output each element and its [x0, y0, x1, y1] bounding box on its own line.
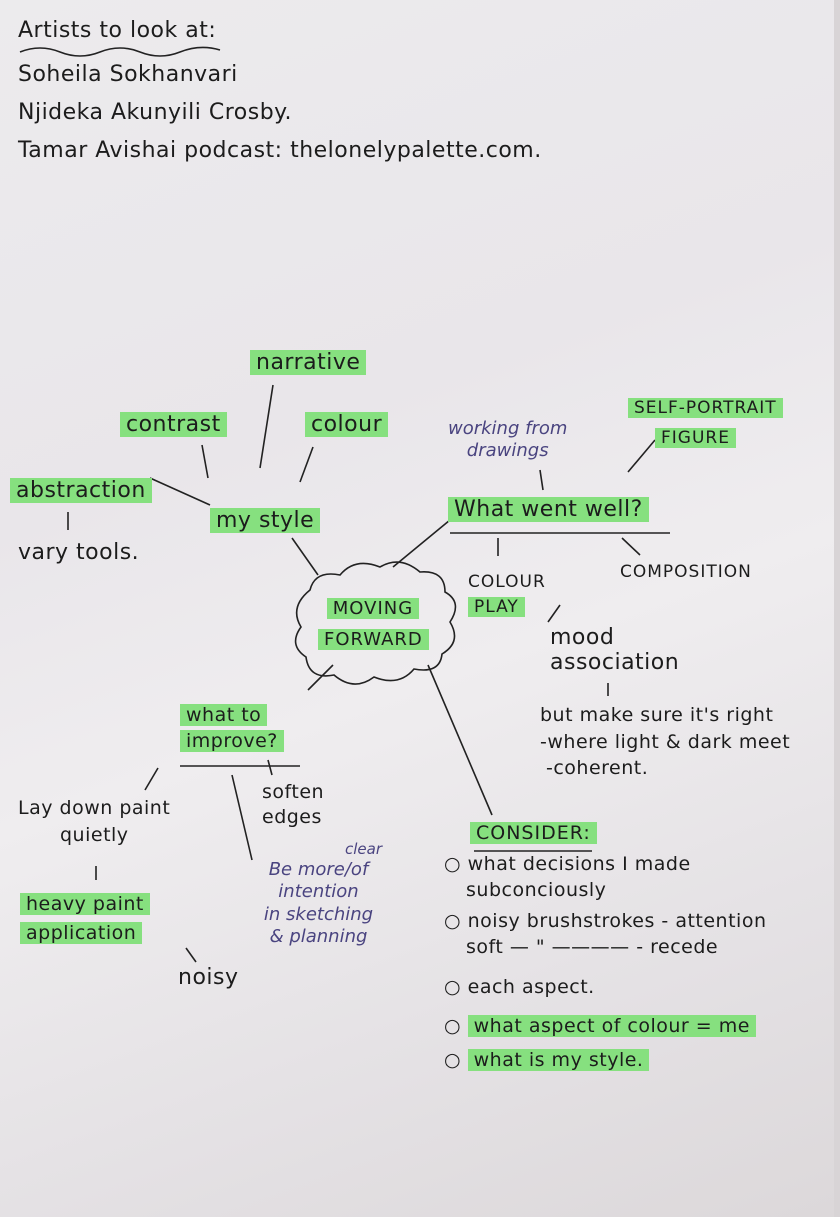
text-line: application — [20, 922, 143, 945]
branch-mood-association: mood association — [550, 625, 679, 676]
consider-item: ○ each aspect. — [444, 975, 595, 998]
text-line: what is my style. — [467, 1048, 650, 1071]
text-line: -where light & dark meet — [540, 730, 791, 753]
text-line: what to — [180, 704, 268, 726]
text-line: intention — [278, 881, 359, 903]
consider-item: ○ noisy brushstrokes - attention — [444, 910, 767, 933]
branch-abstraction: abstraction — [10, 478, 152, 503]
central-topic-line: FORWARD — [318, 628, 429, 650]
consider-item: ○ what is my style. — [444, 1048, 767, 1074]
artist-name: Soheila Sokhanvari — [18, 62, 238, 87]
branch-soften-edges: soften edges — [262, 780, 324, 829]
node-what-to-improve: what to improve? — [180, 703, 284, 754]
text-line: improve? — [180, 729, 284, 752]
artist-podcast: Tamar Avishai podcast: thelonelypalette.… — [18, 138, 542, 163]
branch-self-portrait: SELF-PORTRAIT — [628, 398, 783, 418]
text-line: Lay down paint — [18, 797, 171, 819]
text-line: PLAY — [468, 596, 525, 617]
text-line: heavy paint — [20, 893, 150, 915]
branch-narrative: narrative — [250, 350, 367, 375]
text-line: association — [550, 650, 680, 676]
branch-figure: FIGURE — [655, 428, 736, 448]
branch-vary-tools: vary tools. — [18, 540, 140, 565]
text-line: in sketching — [263, 903, 374, 925]
colour-notes: but make sure it's right -where light & … — [540, 702, 790, 782]
text-line: soften — [262, 781, 325, 803]
text-line: drawings — [466, 439, 549, 461]
branch-lay-down-paint: Lay down paint quietly — [18, 795, 170, 848]
text-line: noisy brushstrokes - attention — [467, 910, 767, 933]
text-line: & planning — [269, 926, 368, 948]
text-line: but make sure it's right — [540, 704, 774, 726]
text-line: -coherent. — [546, 757, 649, 780]
branch-working-from-drawings: working from drawings — [448, 418, 567, 461]
text-line: subconciously — [466, 878, 607, 901]
branch-colour: colour — [305, 412, 389, 437]
cloud-outline — [294, 561, 457, 685]
text-line: clear — [345, 840, 383, 858]
consider-item: ○ what decisions I made — [444, 853, 691, 875]
consider-list: ○ what decisions I made subconciously ○ … — [444, 852, 767, 1073]
central-topic: MOVING FORWARD — [318, 594, 429, 655]
branch-intention: clear Be more/of intention in sketching … — [255, 840, 382, 949]
branch-colour-play: COLOUR PLAY — [468, 570, 546, 619]
text-line: Be more/of — [268, 858, 369, 880]
text-line: each aspect. — [467, 975, 595, 998]
branch-contrast: contrast — [120, 412, 227, 437]
text-line: what aspect of colour = me — [467, 1015, 756, 1038]
title-underline — [19, 46, 221, 57]
consider-item: ○ what aspect of colour = me — [444, 1014, 767, 1040]
text-line: soft — " ———— - recede — [466, 935, 719, 958]
text-line: quietly — [60, 823, 129, 846]
text-line: edges — [262, 805, 322, 828]
artist-name: Njideka Akunyili Crosby. — [18, 100, 293, 125]
text-line: what decisions I made — [467, 853, 691, 875]
branch-heavy-paint: heavy paint application — [20, 890, 150, 949]
text-line: working from — [448, 418, 568, 439]
node-consider: CONSIDER: — [470, 822, 597, 844]
header-title: Artists to look at: — [18, 18, 217, 43]
text-line: COLOUR — [468, 572, 546, 592]
text-line: mood — [550, 625, 615, 650]
node-my-style: my style — [210, 508, 321, 533]
node-what-went-well: What went well? — [448, 497, 649, 522]
branch-noisy: noisy — [178, 965, 239, 990]
branch-composition: COMPOSITION — [620, 562, 752, 582]
central-topic-line: MOVING — [326, 598, 420, 619]
